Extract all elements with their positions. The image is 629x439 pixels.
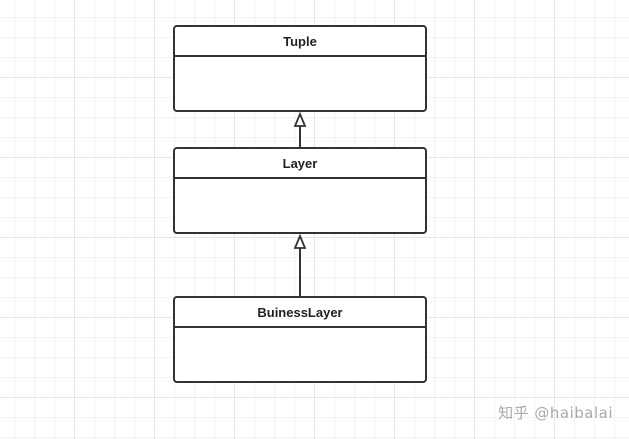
class-box-buinesslayer[interactable]: BuinessLayer [173, 296, 427, 383]
watermark-text: 知乎 @haibalai [498, 404, 613, 422]
generalization-layer-to-tuple[interactable] [293, 111, 307, 147]
hollow-arrowhead-icon [293, 233, 307, 249]
class-name-tuple: Tuple [283, 33, 317, 49]
class-name-buinesslayer: BuinessLayer [257, 304, 343, 320]
class-header-tuple: Tuple [175, 27, 425, 57]
class-header-layer: Layer [175, 149, 425, 179]
class-name-layer: Layer [282, 155, 318, 171]
class-box-layer[interactable]: Layer [173, 147, 427, 234]
class-box-tuple[interactable]: Tuple [173, 25, 427, 112]
generalization-buinesslayer-to-layer[interactable] [293, 233, 307, 296]
class-header-buinesslayer: BuinessLayer [175, 298, 425, 328]
hollow-arrowhead-icon [293, 111, 307, 127]
